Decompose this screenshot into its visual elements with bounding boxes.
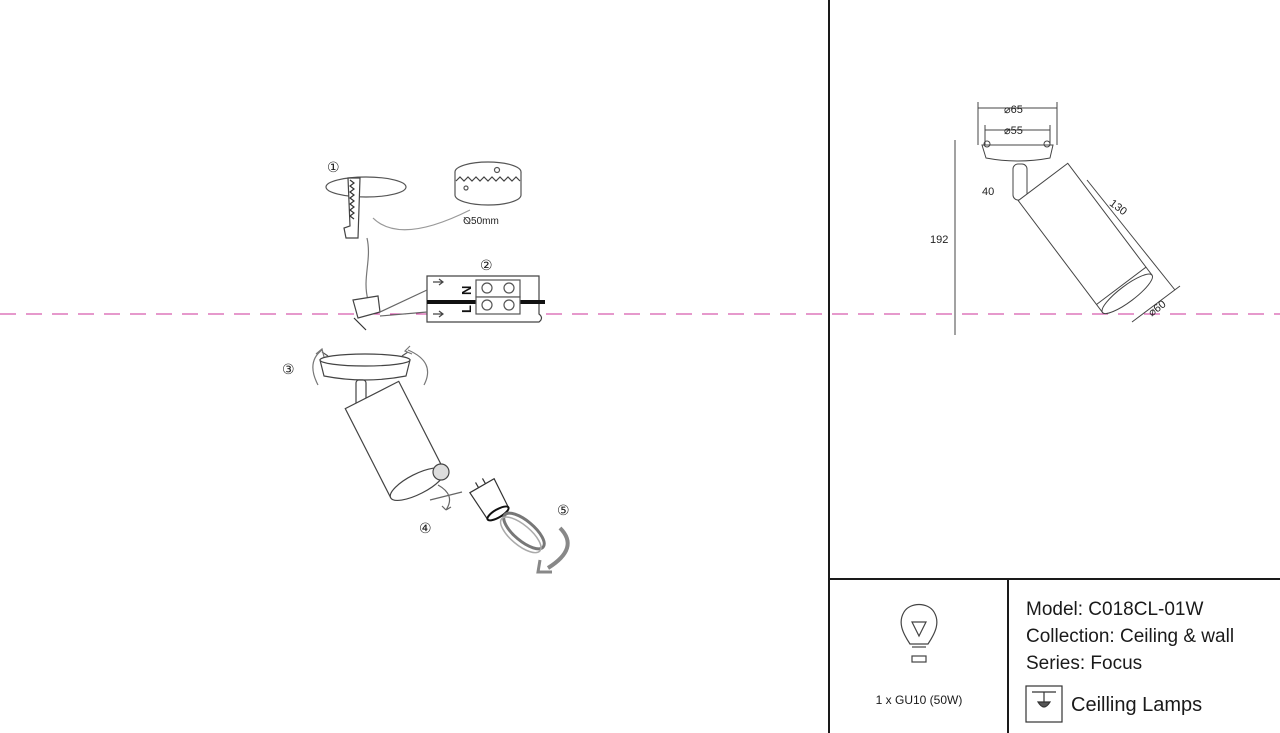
dim-line-60 [1131,285,1181,323]
mounting-ring [319,351,411,381]
detail-leader-1 [379,289,428,313]
lamp-socket [432,463,450,481]
saw-teeth [349,179,355,220]
installation-diagram: ① ⦰50mm ② N L [282,160,570,574]
collection-label: Collection: Ceiling & wall [1026,626,1235,647]
spring-arrow-left [312,349,323,386]
model-label: Model: C018CL-01W [1026,599,1204,620]
clip-ring [429,491,463,501]
rotate-arrow-head [536,559,552,574]
dimension-drawing: ⌀65 ⌀55 192 40 130 ⌀60 [930,102,1181,335]
arrow-head-right [403,345,413,355]
frame [828,0,1280,733]
body-length-label: 130 [1107,197,1129,218]
step-2-marker: ② [480,258,493,274]
mount-height-label: 40 [982,186,994,198]
inner-diameter-label: ⌀55 [1004,125,1023,137]
step-3-marker: ③ [282,362,295,378]
detail-leader-2 [379,311,428,317]
step-5-marker: ⑤ [557,503,570,519]
ceiling-cutout [325,176,407,198]
body-outline [1017,162,1153,315]
outer-diameter-label: ⌀65 [1004,104,1023,116]
cutout-diameter-label: ⦰50mm [463,216,499,227]
step-1-marker: ① [327,160,340,176]
total-height-label: 192 [930,234,948,246]
trim-ring-outline [981,144,1054,162]
bulb-icon [900,603,938,663]
rotate-arrow [546,526,570,570]
gu10-bulb-icon [469,477,510,522]
body-diameter-label: ⌀60 [1146,298,1168,319]
series-label: Series: Focus [1026,653,1143,674]
twist-arrow [437,484,452,511]
wiring-detail: ② N L [426,258,545,323]
terminal-block-icon [352,295,381,319]
live-label: L [459,305,474,313]
step-4-marker: ④ [419,521,432,537]
dim-line-130 [1086,179,1176,291]
lamp-body [344,380,446,501]
neutral-label: N [459,286,474,295]
terminal-wires [353,317,367,331]
spring-arrow-right [407,349,429,386]
leader-line [372,209,471,231]
front-ring [499,511,546,554]
swivel-outline [1012,163,1028,201]
hole-saw-icon [454,161,522,206]
ceiling-lamp-icon [1025,685,1063,723]
arrow-head-left [315,347,325,358]
category-label: Ceilling Lamps [1071,694,1203,716]
bulb-spec-label: 1 x GU10 (50W) [875,693,963,707]
supply-cable [365,237,370,301]
